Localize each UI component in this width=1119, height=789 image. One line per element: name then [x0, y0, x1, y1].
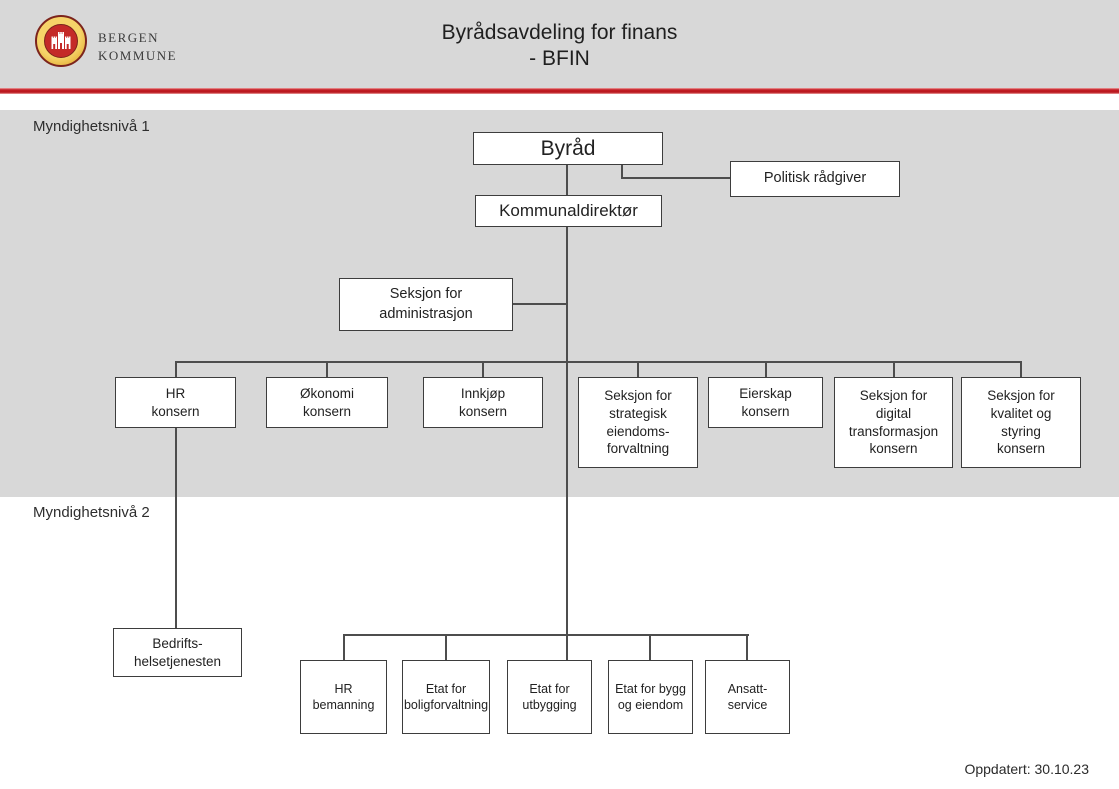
connector-drop-strategisk	[637, 362, 639, 378]
org-node-seksjon-strategisk-eiendom: Seksjon for strategisk eiendoms- forvalt…	[578, 377, 698, 468]
connector-drop-digital	[893, 362, 895, 378]
bergen-kommune-seal-icon	[35, 15, 87, 67]
connector-drop-kvalitet	[1020, 362, 1022, 378]
updated-date: Oppdatert: 30.10.23	[964, 761, 1089, 777]
connector-drop-eierskap	[765, 362, 767, 378]
org-node-etat-utbygging: Etat for utbygging	[507, 660, 592, 734]
org-node-innkjop-konsern: Innkjøp konsern	[423, 377, 543, 428]
org-node-kommunaldirektor: Kommunaldirektør	[475, 195, 662, 227]
page-title-line2: - BFIN	[529, 47, 590, 71]
org-node-politisk-radgiver: Politisk rådgiver	[730, 161, 900, 197]
connector-byrad-politisk-h	[621, 177, 730, 179]
logo-wordmark: BERGEN KOMMUNE	[98, 29, 177, 64]
connector-level1-bus	[175, 361, 1022, 363]
org-node-ansatt-service: Ansatt- service	[705, 660, 790, 734]
header-band	[0, 0, 1119, 88]
org-node-seksjon-kvalitet-styring: Seksjon for kvalitet og styring konsern	[961, 377, 1081, 468]
connector-level2-bus	[343, 634, 749, 636]
connector-drop-hr-konsern	[175, 362, 177, 378]
connector-drop-innkjop	[482, 362, 484, 378]
level1-label: Myndighetsnivå 1	[33, 118, 150, 135]
page-title-line1: Byrådsavdeling for finans	[441, 21, 678, 44]
org-node-hr-konsern: HR konsern	[115, 377, 236, 428]
org-node-seksjon-digital-transformasjon: Seksjon for digital transformasjon konse…	[834, 377, 953, 468]
org-node-etat-bygg-eiendom: Etat for bygg og eiendom	[608, 660, 693, 734]
page-title: Byrådsavdeling for finans - BFIN	[0, 20, 1119, 73]
connector-byrad-kommunaldirektor	[566, 165, 568, 196]
org-node-hr-bemanning: HR bemanning	[300, 660, 387, 734]
connector-drop-bygg-eiendom	[649, 635, 651, 660]
org-node-byrad: Byråd	[473, 132, 663, 165]
red-divider	[0, 88, 1119, 94]
connector-drop-hr-bemanning	[343, 635, 345, 660]
level2-label: Myndighetsnivå 2	[33, 504, 150, 521]
connector-drop-ansatt-service	[746, 635, 748, 660]
connector-drop-boligforvaltning	[445, 635, 447, 660]
org-node-seksjon-administrasjon: Seksjon for administrasjon	[339, 278, 513, 331]
castle-icon	[51, 32, 71, 49]
logo-line2: KOMMUNE	[98, 47, 178, 63]
connector-byrad-politisk-v	[621, 165, 623, 179]
org-node-bedriftshelsetjenesten: Bedrifts- helsetjenesten	[113, 628, 242, 677]
logo-line1: BERGEN	[98, 30, 159, 45]
connector-administrasjon	[513, 303, 567, 305]
connector-drop-okonomi	[326, 362, 328, 378]
connector-hr-bedriftshelse	[175, 428, 177, 628]
org-node-etat-boligforvaltning: Etat for boligforvaltning	[402, 660, 490, 734]
org-node-okonomi-konsern: Økonomi konsern	[266, 377, 388, 428]
org-node-eierskap-konsern: Eierskap konsern	[708, 377, 823, 428]
connector-main-vertical	[566, 227, 568, 660]
